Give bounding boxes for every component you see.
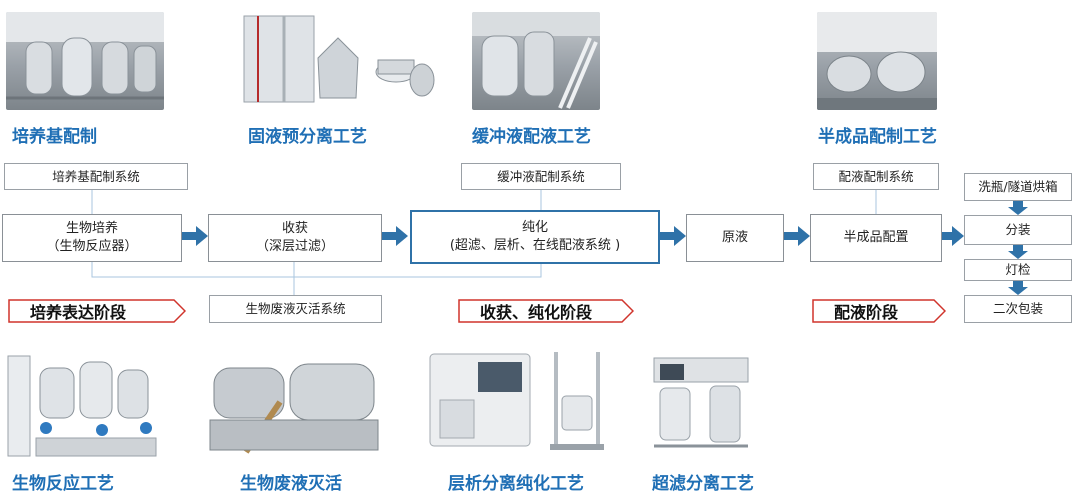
culture-media-tanks-photo <box>6 12 164 110</box>
centrifuge-and-filter-housings-photo <box>238 8 436 108</box>
purification-box: 纯化 (超滤、层析、在线配液系统 ) <box>410 210 660 264</box>
waste-inactivation-tanks-photo <box>206 348 382 460</box>
drug-substance-box: 原液 <box>686 214 784 262</box>
category-label: 半成品配制工艺 <box>818 127 937 147</box>
category-label: 层析分离纯化工艺 <box>448 474 584 494</box>
chromatography-system-photo <box>428 348 534 452</box>
culture-media-prep-system-box: 培养基配制系统 <box>4 163 188 190</box>
category-label: 缓冲液配液工艺 <box>472 127 591 147</box>
stage-banner-dispensing: 配液阶段 <box>812 299 946 323</box>
chromatography-column-photo <box>546 348 608 454</box>
category-label: 生物反应工艺 <box>12 474 114 494</box>
stage-banner-harvest-purification: 收获、纯化阶段 <box>458 299 634 323</box>
semi-finished-prep-box: 半成品配置 <box>810 214 942 262</box>
category-label: 固液预分离工艺 <box>248 127 367 147</box>
buffer-prep-system-box: 缓冲液配制系统 <box>461 163 621 190</box>
filling-box: 分装 <box>964 215 1072 245</box>
category-label: 超滤分离工艺 <box>652 474 754 494</box>
bioreactor-skid-photo <box>6 342 162 460</box>
cell-culture-box: 生物培养 （生物反应器） <box>2 214 182 262</box>
secondary-packaging-box: 二次包装 <box>964 295 1072 323</box>
light-inspection-box: 灯检 <box>964 259 1072 281</box>
bottle-washing-tunnel-oven-box: 洗瓶/隧道烘箱 <box>964 173 1072 201</box>
ultrafiltration-skid-photo <box>650 350 752 456</box>
semi-finished-prep-room-photo <box>817 12 937 110</box>
stage-banner-culture: 培养表达阶段 <box>8 299 186 323</box>
buffer-prep-skid-photo <box>472 12 600 110</box>
category-label: 生物废液灭活 <box>240 474 342 494</box>
harvest-box: 收获 （深层过滤） <box>208 214 382 262</box>
dispensing-prep-system-box: 配液配制系统 <box>813 163 939 190</box>
waste-inactivation-system-box: 生物废液灭活系统 <box>209 295 382 323</box>
category-label: 培养基配制 <box>12 127 97 147</box>
